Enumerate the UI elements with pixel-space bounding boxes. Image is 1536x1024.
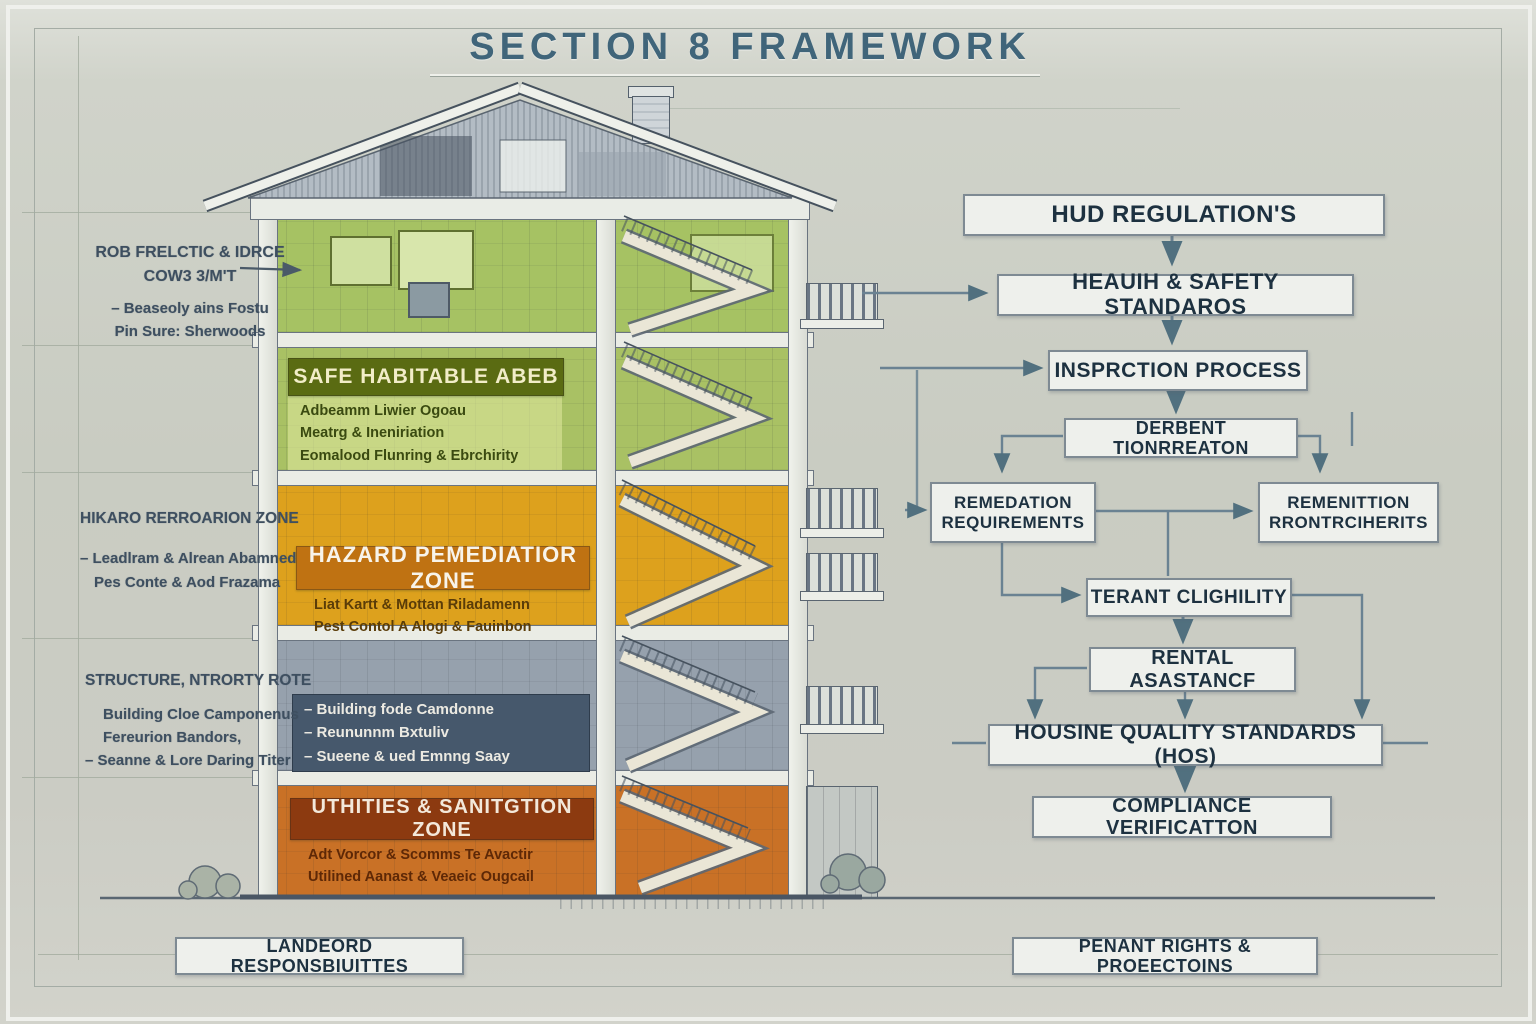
flow-node-hqs: HOUSINE QUALITY STANDARDS (HOS): [988, 721, 1383, 768]
footer-landlord-label: LANDEORD RESPONSBIUITTES: [175, 936, 464, 976]
flow-node-inspection: INSPRCTION PROCESS: [1048, 350, 1308, 391]
balcony-3: [806, 553, 878, 593]
zone-amber-banner: HAZARD PEMEDIATIOR ZONE: [296, 542, 590, 593]
left-label-structure: STRUCTURE, NTRORTY ROTE Building Cloe Ca…: [85, 672, 325, 769]
flow-node-tenant-eligibility: TERANT CLIGHILITY: [1086, 578, 1292, 617]
dimension-line-vertical: [78, 36, 79, 960]
left-label-roof-heading: ROB FRELCTIC & IDRCE: [95, 244, 285, 261]
dimension-line-f0: [22, 777, 258, 778]
left-label-hazard-heading: HIKARO RERROARION ZONE: [80, 510, 299, 527]
bush-left: [178, 865, 241, 900]
dimension-line-f2: [22, 472, 258, 473]
flow-node-compliance: COMPLIANCE VERIFICATTON: [1032, 795, 1332, 839]
balcony-4: [806, 686, 878, 726]
balcony-2-slab: [800, 528, 884, 538]
balcony-2: [806, 488, 878, 530]
dimension-line-f3: [22, 345, 258, 346]
ground-line: [100, 853, 1435, 909]
leader-arrow: [239, 261, 303, 278]
zone-gray-panel: [292, 694, 590, 772]
bush-right: [820, 853, 886, 894]
left-label-roof-sub: COW3 3/M'T: [143, 268, 237, 285]
flow-node-rental-assistance: RENTAL ASASTANCF: [1089, 647, 1296, 692]
balcony-1: [806, 283, 878, 321]
zone-amber-lines: Liat Kartt & Mottan Riladamenn Pest Cont…: [314, 597, 532, 636]
balcony-4-slab: [800, 724, 884, 734]
floor-slab-1: [252, 332, 814, 348]
title-underline: [430, 74, 1040, 76]
flow-node-remediation-requirements: REMEDATION REQUIREMENTS: [930, 482, 1096, 543]
flow-node-determination: DERBENT TIONRREATON: [1064, 418, 1298, 458]
zone-gray-lines: – Building fode Camdonne – Reununnm Bxtu…: [304, 701, 510, 765]
left-label-roof: ROB FRELCTIC & IDRCE COW3 3/M'T – Beaseo…: [80, 244, 300, 340]
zone-rust-banner: UTHITIES & SANITGTION ZONE: [290, 796, 594, 841]
floor-slab-2: [252, 470, 814, 486]
dimension-line-f1: [22, 638, 258, 639]
dimension-line-chimney: [670, 108, 1180, 109]
window-1: [330, 236, 392, 286]
footer-tenant-label: PENANT RIGHTS & PROEECTOINS: [1012, 936, 1318, 976]
left-label-hazard: HIKARO RERROARION ZONE – Leadlram & Alre…: [80, 510, 330, 591]
zone-green-lines: Adbeamm Liwier Ogoau Meatrg & Ineniriati…: [300, 403, 519, 464]
floor-slab-3: [252, 625, 814, 641]
balcony-3-slab: [800, 591, 884, 601]
zone-rust-lines: Adt Vorcor & Scomms Te Avactir Utilined …: [308, 847, 534, 886]
page-title: SECTION 8 FRAMEWORK: [469, 26, 1031, 68]
zone-green-text-bg: [288, 396, 562, 470]
flow-node-hud-regulations: HUD REGULATION'S: [963, 194, 1385, 236]
appliance: [408, 282, 450, 318]
roof-attic: [202, 81, 838, 213]
inner-frame: [34, 28, 1502, 987]
flow-node-health-safety: HEAUIH & SAFETY STANDAROS: [997, 270, 1354, 319]
flow-node-remediation-alt: REMENITTION RRONTRCIHERITS: [1258, 482, 1439, 543]
left-label-structure-heading: STRUCTURE, NTRORTY ROTE: [85, 672, 312, 689]
zone-green-banner: SAFE HABITABLE ABEB: [288, 358, 564, 396]
balcony-1-slab: [800, 319, 884, 329]
footer-rule: [38, 954, 1498, 955]
stairs: [618, 215, 776, 896]
outer-frame: [6, 5, 1532, 1021]
